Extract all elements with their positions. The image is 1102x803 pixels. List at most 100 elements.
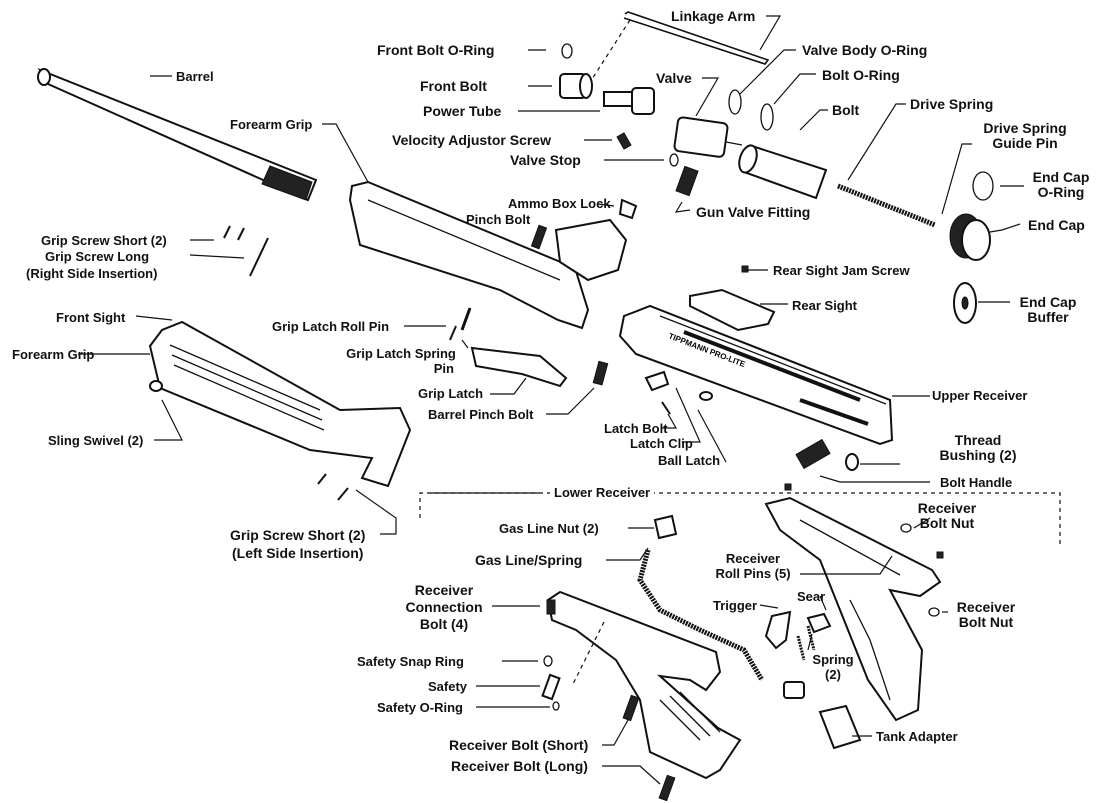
label-valve-body-oring: Valve Body O-Ring	[802, 42, 928, 58]
grip-screws-right-part	[223, 225, 269, 277]
upper-receiver-part	[618, 304, 894, 446]
end-cap-oring-part	[972, 171, 994, 201]
receiver-bolt-long-part	[658, 774, 676, 802]
label-receiver-connection-bolt-line1: Receiver	[414, 582, 474, 598]
label-sear: Sear	[797, 589, 826, 604]
grip-latch-part	[449, 307, 568, 388]
label-end-cap: End Cap	[1028, 217, 1085, 233]
label-safety-oring: Safety O-Ring	[377, 700, 463, 715]
forearm-grip-left-part	[148, 320, 412, 488]
receiver-bolt-short-part	[622, 694, 640, 722]
label-grip-latch-spring-pin: Grip Latch Spring Pin	[336, 346, 466, 376]
label-ball-latch: Ball Latch	[658, 453, 721, 468]
receiver-roll-pin-part	[936, 551, 944, 559]
end-cap-buffer-part	[953, 282, 977, 324]
label-latch-clip: Latch Clip	[630, 436, 693, 451]
label-bolt-handle: Bolt Handle	[940, 475, 1013, 490]
label-grip-latch: Grip Latch	[418, 386, 484, 401]
label-receiver-bolt-nut-right-line2: Bolt Nut	[958, 614, 1014, 630]
label-receiver-bolt-nut-right-line1: Receiver	[956, 599, 1016, 615]
label-barrel-pinch-bolt: Barrel Pinch Bolt	[428, 407, 534, 422]
label-end-cap-buffer-line1: End Cap	[1019, 294, 1077, 310]
receiver-bolt-nut-right-part	[928, 607, 940, 617]
grip-screws-left-part	[317, 473, 349, 501]
label-pinch-bolt: Pinch Bolt	[466, 212, 531, 227]
bolt-oring-part	[760, 103, 774, 131]
label-latch-bolt: Latch Bolt	[604, 421, 668, 436]
receiver-bolt-nut-top-part	[900, 523, 912, 533]
forearm-grip-top-part	[348, 180, 628, 330]
label-trigger: Trigger	[713, 598, 758, 613]
label-receiver-bolt-nut-top-line1: Receiver	[917, 500, 977, 516]
label-end-cap-buffer-line2: Buffer	[1027, 309, 1069, 325]
label-grip-screw-long: Grip Screw Long	[45, 249, 150, 264]
rear-sight-part	[689, 265, 776, 332]
label-receiver-bolt-short: Receiver Bolt (Short)	[449, 737, 589, 753]
label-thread-bushing-line1: Thread	[954, 432, 1002, 448]
lower-receiver-right-part	[764, 496, 942, 722]
latch-parts	[644, 370, 713, 415]
receiver-connection-bolt-part	[546, 599, 556, 615]
label-rear-sight: Rear Sight	[792, 298, 858, 313]
label-valve: Valve	[656, 70, 692, 86]
label-right-side-insertion: (Right Side Insertion)	[26, 266, 158, 281]
label-receiver-roll-pins-line2: Roll Pins (5)	[715, 566, 791, 581]
lower-receiver-bracket	[419, 492, 1061, 545]
barrel-part	[37, 68, 318, 202]
label-upper-receiver: Upper Receiver	[932, 388, 1028, 403]
barrel-pinch-bolt-part	[592, 360, 609, 386]
label-front-bolt-oring: Front Bolt O-Ring	[377, 42, 495, 58]
label-receiver-bolt-nut-right: Receiver Bolt Nut	[948, 600, 1024, 630]
label-gas-line-spring: Gas Line/Spring	[475, 552, 583, 568]
gas-line-nut-part	[653, 514, 678, 540]
bolt-part	[738, 144, 828, 200]
label-sling-swivel: Sling Swivel (2)	[48, 433, 144, 448]
label-end-cap-oring-line1: End Cap	[1032, 169, 1090, 185]
label-spring: Spring (2)	[808, 652, 858, 682]
label-drive-spring: Drive Spring	[910, 96, 994, 112]
label-barrel: Barrel	[176, 69, 214, 84]
label-velocity-adjustor-screw: Velocity Adjustor Screw	[392, 132, 551, 148]
ammo-box-lock-part	[618, 198, 638, 220]
label-forearm-grip-top: Forearm Grip	[230, 117, 313, 132]
label-drive-spring-guide-pin: Drive Spring Guide Pin	[975, 121, 1075, 151]
sling-swivel-part	[149, 380, 163, 392]
gas-line-spring-part	[637, 549, 765, 682]
label-grip-screw-short-left: Grip Screw Short (2)	[230, 527, 366, 543]
label-drive-spring-guide-pin-line1: Drive Spring	[983, 120, 1067, 136]
label-safety: Safety	[428, 679, 468, 694]
label-bolt-oring: Bolt O-Ring	[822, 67, 900, 83]
label-thread-bushing-line2: Bushing (2)	[939, 447, 1017, 463]
gun-valve-fitting-part	[675, 165, 699, 197]
valve-body-oring-part	[728, 89, 742, 115]
label-spring-line1: Spring	[812, 652, 854, 667]
front-bolt-part	[559, 73, 593, 99]
label-power-tube: Power Tube	[423, 103, 502, 119]
label-left-side-insertion: (Left Side Insertion)	[232, 545, 364, 561]
label-thread-bushing: Thread Bushing (2)	[928, 433, 1028, 463]
label-valve-stop: Valve Stop	[510, 152, 581, 168]
label-receiver-connection-bolt-line3: Bolt (4)	[419, 616, 469, 632]
label-bolt: Bolt	[832, 102, 860, 118]
label-end-cap-oring: End Cap O-Ring	[1026, 170, 1096, 200]
end-cap-part	[949, 213, 991, 261]
label-forearm-grip-left: Forearm Grip	[12, 347, 95, 362]
label-lower-receiver: Lower Receiver	[550, 485, 655, 500]
label-receiver-bolt-nut-top: Receiver Bolt Nut	[912, 501, 982, 531]
safety-axis-line	[571, 621, 605, 687]
label-grip-latch-spring-pin-line1: Grip Latch Spring	[346, 346, 456, 361]
label-ammo-box-lock: Ammo Box Lock	[508, 196, 611, 211]
label-drive-spring-guide-pin-line2: Guide Pin	[992, 135, 1058, 151]
velocity-screw-part	[616, 132, 632, 150]
label-receiver-bolt-nut-top-line2: Bolt Nut	[919, 515, 975, 531]
pinch-bolt-part	[530, 224, 548, 250]
label-gas-line-nut: Gas Line Nut (2)	[499, 521, 599, 536]
label-linkage-arm: Linkage Arm	[671, 8, 756, 24]
label-end-cap-oring-line2: O-Ring	[1037, 184, 1085, 200]
valve-stop-part	[669, 153, 679, 167]
lower-receiver-pin-part	[784, 483, 792, 491]
label-receiver-roll-pins-line1: Receiver	[725, 551, 781, 566]
label-grip-screw-short-right: Grip Screw Short (2)	[41, 233, 167, 248]
